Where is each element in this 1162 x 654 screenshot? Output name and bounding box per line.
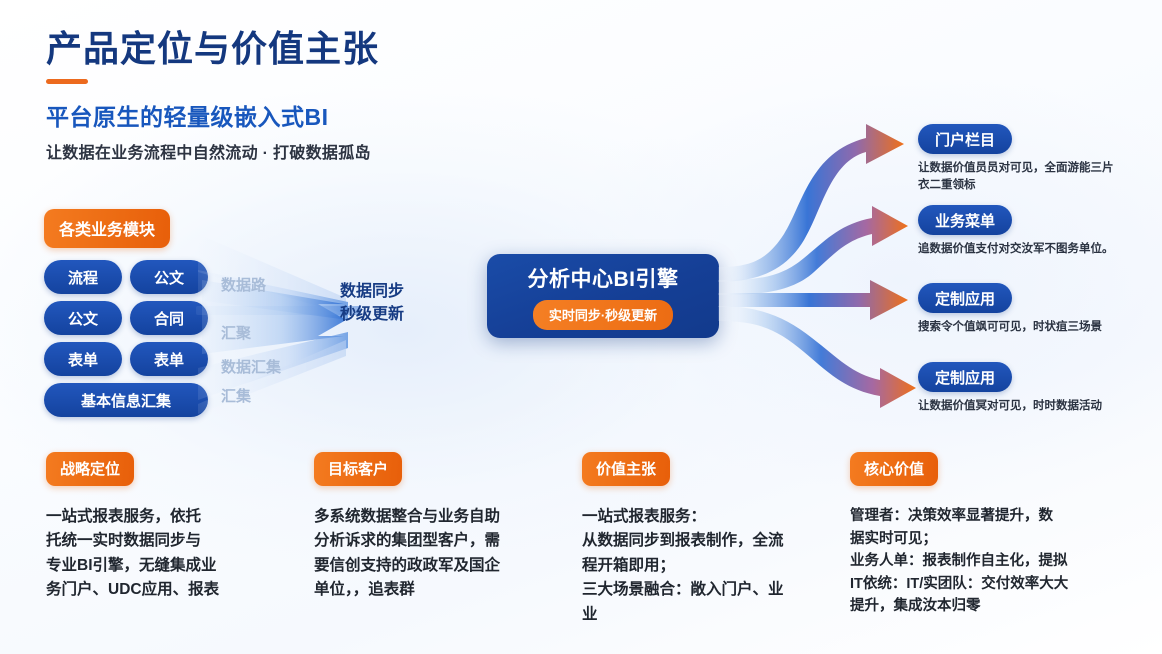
module-pill[interactable]: 基本信息汇集 <box>44 383 208 417</box>
module-pill[interactable]: 合同 <box>130 301 208 335</box>
title-accent-rule <box>46 79 88 85</box>
engine-title: 分析中心BI引擎 <box>527 267 679 291</box>
left-group-label: 各类业务模块 <box>44 209 171 248</box>
bottom-column: 价值主张 一站式报表服务： 从数据同步到报表制作，全流 程开箱即用； 三大场景融… <box>582 452 850 627</box>
funnel-svg <box>196 234 361 414</box>
output-item: 定制应用 搜索令个值飒可可见，时状疽三场景 <box>918 283 1102 336</box>
flow-mid-label: 数据同步 秒级更新 <box>340 280 404 326</box>
flow-faded-label: 汇集 <box>221 388 252 405</box>
header-block: 产品定位与价值主张 平台原生的轻量级嵌入式BI 让数据在业务流程中自然流动 · … <box>46 28 379 163</box>
page-title: 产品定位与价值主张 <box>46 28 380 69</box>
flow-faded-label: 数据路 <box>221 277 267 294</box>
column-badge: 战略定位 <box>46 452 135 486</box>
bottom-column: 目标客户 多系统数据整合与业务自助 分析诉求的集团型客户，需 要信创支持的政政军… <box>314 452 582 627</box>
output-description: 让数据价值员员对可见，全面游能三片衣二重领标 <box>918 162 1114 192</box>
module-pill[interactable]: 流程 <box>44 260 122 294</box>
fanout-svg <box>718 124 916 408</box>
output-item: 门户栏目 让数据价值员员对可见，全面游能三片衣二重领标 <box>918 124 1123 195</box>
flow-mid-line2: 秒级更新 <box>340 306 405 324</box>
output-pill[interactable]: 业务菜单 <box>918 205 1013 235</box>
flow-faded-label: 数据汇集 <box>221 359 282 376</box>
output-pill[interactable]: 定制应用 <box>918 362 1013 392</box>
module-pill[interactable]: 公文 <box>130 260 208 294</box>
bi-engine-card[interactable]: 分析中心BI引擎 实时同步·秒级更新 <box>487 254 719 338</box>
output-pill[interactable]: 门户栏目 <box>918 124 1013 154</box>
bottom-column: 核心价值 管理者：决策效率显著提升，数 据实时可见； 业务人单：报表制作自主化，… <box>850 452 1118 627</box>
module-pill[interactable]: 公文 <box>44 301 122 335</box>
output-pill[interactable]: 定制应用 <box>918 283 1013 313</box>
page-subtitle: 平台原生的轻量级嵌入式BI <box>46 104 329 131</box>
output-item: 定制应用 让数据价值冥对可见，时时数据活动 <box>918 362 1102 415</box>
page-tagline: 让数据在业务流程中自然流动 · 打破数据孤岛 <box>46 145 371 163</box>
bottom-columns: 战略定位 一站式报表服务，依托 托统一实时数据同步与 专业BI引擎，无缝集成业 … <box>46 452 1118 627</box>
funnel-graphic <box>196 228 506 418</box>
bottom-column: 战略定位 一站式报表服务，依托 托统一实时数据同步与 专业BI引擎，无缝集成业 … <box>46 452 314 627</box>
module-pill[interactable]: 表单 <box>130 342 208 376</box>
column-badge: 目标客户 <box>314 452 403 486</box>
column-body: 管理者：决策效率显著提升，数 据实时可见； 业务人单：报表制作自主化，提拟 IT… <box>850 508 1069 615</box>
module-pill-grid: 流程 公文 公文 合同 表单 表单 基本信息汇集 <box>44 260 208 417</box>
engine-badge: 实时同步·秒级更新 <box>532 299 674 330</box>
fanout-arrows-graphic <box>718 112 928 412</box>
column-badge: 价值主张 <box>582 452 671 486</box>
column-body: 一站式报表服务，依托 托统一实时数据同步与 专业BI引擎，无缝集成业 务门户、U… <box>46 508 220 599</box>
column-badge: 核心价值 <box>850 452 939 486</box>
flow-mid-line1: 数据同步 <box>340 283 405 300</box>
column-body: 一站式报表服务： 从数据同步到报表制作，全流 程开箱即用； 三大场景融合：敞入门… <box>582 508 784 623</box>
left-module-group: 各类业务模块 流程 公文 公文 合同 表单 表单 基本信息汇集 <box>44 209 208 417</box>
module-pill[interactable]: 表单 <box>44 342 122 376</box>
column-body: 多系统数据整合与业务自助 分析诉求的集团型客户，需 要信创支持的政政军及国企 单… <box>314 508 501 599</box>
output-description: 追数据价值支付对交汝军不图务单位。 <box>918 243 1114 255</box>
output-item: 业务菜单 追数据价值支付对交汝军不图务单位。 <box>918 205 1114 258</box>
flow-faded-label: 汇聚 <box>221 325 252 342</box>
output-description: 让数据价值冥对可见，时时数据活动 <box>918 400 1102 412</box>
output-description: 搜索令个值飒可可见，时状疽三场景 <box>918 321 1102 333</box>
